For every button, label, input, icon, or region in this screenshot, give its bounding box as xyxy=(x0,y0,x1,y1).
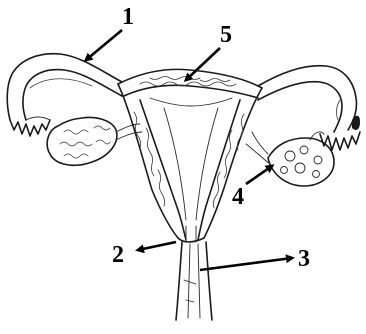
arrow-5 xyxy=(186,48,220,80)
left-ovary xyxy=(47,118,142,166)
left-fallopian-tube xyxy=(7,54,122,120)
uterus-fundus xyxy=(118,69,262,98)
uterus-left-wall xyxy=(118,84,186,240)
label-3: 3 xyxy=(298,246,310,272)
label-5: 5 xyxy=(220,22,232,48)
label-4: 4 xyxy=(232,184,244,210)
arrow-1 xyxy=(86,30,122,60)
label-2: 2 xyxy=(112,242,124,268)
right-fallopian-tube xyxy=(258,66,357,132)
arrow-3 xyxy=(200,258,292,270)
arrow-4 xyxy=(246,166,272,184)
label-1: 1 xyxy=(122,4,134,30)
uterus-right-wall xyxy=(198,88,262,240)
left-fimbriae xyxy=(10,117,50,136)
arrow-2 xyxy=(138,242,176,250)
vagina xyxy=(176,242,212,320)
right-ovary xyxy=(246,132,334,186)
